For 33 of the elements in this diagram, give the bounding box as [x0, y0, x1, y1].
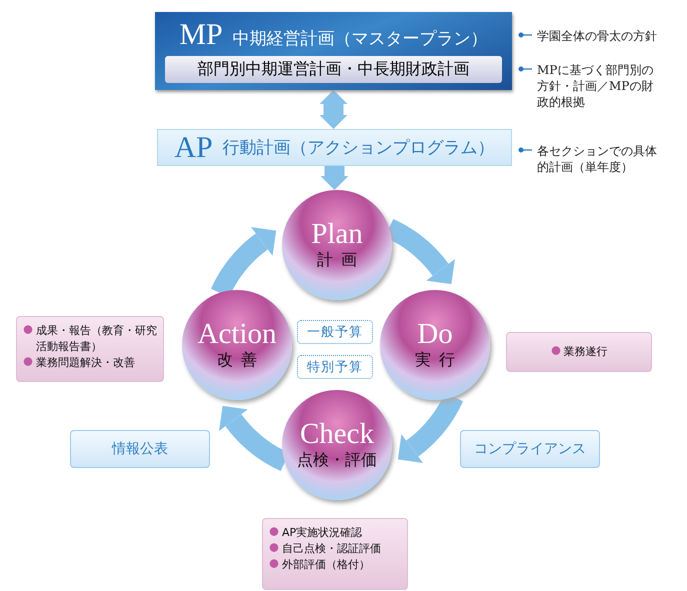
- phase-label: 改善: [217, 350, 265, 372]
- bullet-item: 成果・報告（教育・研究活動報告書）: [23, 323, 157, 355]
- phase-label: 点検・評価: [297, 450, 377, 472]
- note-box: [16, 316, 164, 382]
- phase-name: Check: [300, 418, 374, 450]
- budget-box: [297, 320, 373, 344]
- note-box: [506, 332, 652, 372]
- phase-name: Do: [417, 318, 453, 350]
- phase-name: Plan: [311, 218, 363, 250]
- plan-title: 行動計画（アクションプログラム）: [222, 137, 495, 159]
- note-box: [262, 518, 408, 590]
- plan-banner: [157, 129, 512, 166]
- box-label: 情報公表: [112, 440, 168, 458]
- box-label: 部門別中期運営計画・中長期財政計画: [198, 59, 470, 80]
- plan-title: 中期経営計画（マスタープラン）: [232, 29, 488, 49]
- budget-box: [297, 355, 373, 379]
- note-text: 各セクションでの具体的計画（単年度）: [537, 143, 658, 176]
- block-arrow: [320, 166, 348, 190]
- plan-banner: [155, 12, 512, 90]
- plan-sub-box: [165, 56, 502, 83]
- note-text: 学園全体の骨太の方針: [537, 28, 658, 44]
- box-label: 特別予算: [307, 359, 363, 376]
- plan-code: MP: [179, 18, 223, 51]
- phase-name: Action: [198, 318, 276, 350]
- plan-code: AP: [174, 130, 213, 164]
- topic-box: [460, 430, 600, 468]
- note-text: MPに基づく部門別の方針・計画／MPの財政的根拠: [537, 62, 654, 111]
- phase-label: 実行: [415, 350, 463, 372]
- topic-box: [70, 430, 210, 468]
- box-label: 一般予算: [307, 324, 363, 341]
- phase-label: 計画: [317, 250, 365, 272]
- block-arrow: [320, 90, 348, 129]
- box-label: コンプライアンス: [474, 440, 586, 458]
